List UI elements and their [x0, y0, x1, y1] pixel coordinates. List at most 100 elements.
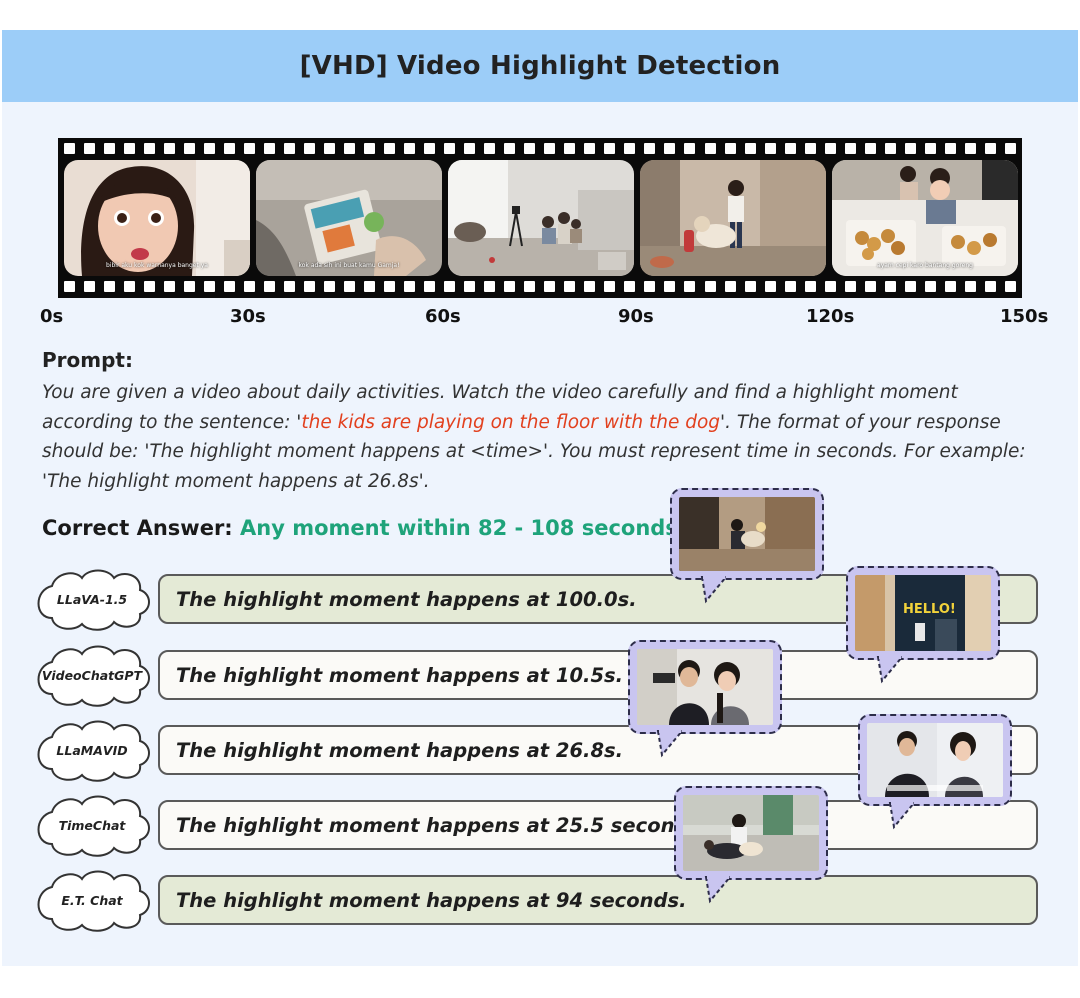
model-row-etchat: E.T. Chat The highlight moment happens a… [2, 870, 1078, 932]
film-sprocket-hole [964, 143, 976, 154]
film-sprocket-hole [744, 143, 756, 154]
prompt-label: Prompt: [42, 348, 133, 372]
film-sprocket-hole [64, 143, 75, 154]
model-name-line: VID [102, 743, 128, 758]
film-sprocket-hole [504, 143, 516, 154]
film-sprocket-hole [104, 281, 116, 292]
bubble-frame: HELLO! [846, 566, 1000, 660]
bubble-tail [876, 655, 905, 684]
film-sprocket-hole [644, 281, 656, 292]
film-sprocket-hole [924, 143, 936, 154]
model-name-llava: LLaVA-1.5 [30, 568, 154, 632]
correct-answer-label: Correct Answer: [42, 516, 233, 540]
model-name-line: ChatGPT [81, 668, 143, 683]
video-frame-1: bibir aku kok warnanya banget ya [64, 160, 250, 276]
bubble-frame [628, 640, 782, 734]
bubble-frame [670, 488, 824, 580]
film-sprocket-hole [84, 281, 96, 292]
film-sprocket-hole [324, 143, 336, 154]
cloud-shape [37, 720, 150, 782]
film-sprocket-hole [764, 143, 776, 154]
film-sprocket-hole [644, 143, 656, 154]
film-sprocket-hole [464, 143, 476, 154]
film-sprocket-hole [664, 281, 676, 292]
model-name-line: LLaVA-1.5 [56, 592, 128, 607]
model-name-line: E.T. Chat [61, 893, 123, 908]
film-sprocket-hole [1004, 281, 1016, 292]
correct-answer-value: Any moment within 82 - 108 seconds [240, 516, 678, 540]
frame-5-image [832, 160, 1018, 276]
film-sprocket-hole [624, 281, 636, 292]
timeline-tick-0: 0s [40, 306, 64, 327]
thumbnail-bubble-timechat [858, 714, 1012, 834]
prompt-text-before: You are given a video about daily activi… [42, 382, 958, 433]
film-sprocket-hole [844, 281, 856, 292]
film-sprocket-hole [184, 143, 196, 154]
film-sprocket-holes-top [64, 143, 1016, 155]
film-sprocket-hole [864, 281, 876, 292]
film-sprocket-hole [304, 281, 316, 292]
cloud-shape [37, 795, 150, 857]
film-sprocket-hole [404, 143, 416, 154]
film-sprocket-hole [384, 143, 396, 154]
film-sprocket-hole [144, 281, 156, 292]
film-sprocket-hole [324, 281, 336, 292]
film-sprocket-hole [164, 281, 176, 292]
bubble-thumbnail: HELLO! [855, 575, 991, 651]
timeline-tick-1: 30s [230, 306, 266, 327]
film-sprocket-hole [944, 281, 956, 292]
film-sprocket-hole [304, 143, 316, 154]
frame-1-subtitle: bibir aku kok warnanya banget ya [106, 262, 208, 269]
header-bar: [VHD] Video Highlight Detection [2, 30, 1078, 102]
video-frame-3 [448, 160, 634, 276]
bubble-thumbnail [683, 795, 819, 871]
bubble-thumbnail [637, 649, 773, 725]
film-sprocket-hole [224, 281, 236, 292]
film-sprocket-hole [584, 143, 596, 154]
film-sprocket-hole [144, 143, 156, 154]
film-sprocket-hole [884, 281, 896, 292]
cloud-shape [37, 569, 150, 631]
film-sprocket-hole [684, 143, 696, 154]
film-sprocket-hole [484, 143, 496, 154]
film-sprocket-hole [544, 143, 556, 154]
bubble-tail [700, 575, 729, 604]
film-sprocket-hole [1004, 143, 1016, 154]
film-sprocket-hole [924, 281, 936, 292]
film-sprocket-hole [364, 281, 376, 292]
film-sprocket-hole [504, 281, 516, 292]
thumbnail-image [683, 795, 819, 871]
film-sprocket-hole [724, 281, 736, 292]
film-sprocket-hole [804, 281, 816, 292]
film-sprocket-hole [164, 143, 176, 154]
frame-2-image [256, 160, 442, 276]
film-sprocket-hole [184, 281, 196, 292]
film-sprocket-hole [884, 143, 896, 154]
hello-sign-text: HELLO! [903, 602, 956, 617]
film-sprocket-hole [664, 143, 676, 154]
model-name-timechat: TimeChat [30, 794, 154, 858]
film-sprocket-hole [824, 281, 836, 292]
film-sprocket-hole [704, 281, 716, 292]
film-sprocket-hole [364, 143, 376, 154]
bubble-tail [704, 875, 733, 904]
film-sprocket-hole [984, 143, 996, 154]
film-sprocket-hole [84, 143, 96, 154]
cloud-shape [37, 870, 150, 932]
film-sprocket-hole [564, 143, 576, 154]
film-sprocket-hole [244, 281, 256, 292]
model-name-line: LLaMA [56, 743, 103, 758]
frame-3-image [448, 160, 634, 276]
film-sprocket-hole [424, 143, 436, 154]
cloud-shape [37, 645, 150, 707]
film-sprocket-hole [604, 281, 616, 292]
film-sprocket-hole [124, 143, 136, 154]
thumbnail-bubble-etchat [674, 786, 828, 908]
figure-title: [VHD] Video Highlight Detection [299, 51, 781, 81]
bubble-frame [858, 714, 1012, 806]
frame-1-image [64, 160, 250, 276]
film-sprocket-hole [384, 281, 396, 292]
thumbnail-bubble-videochatgpt: HELLO! [846, 566, 1000, 688]
